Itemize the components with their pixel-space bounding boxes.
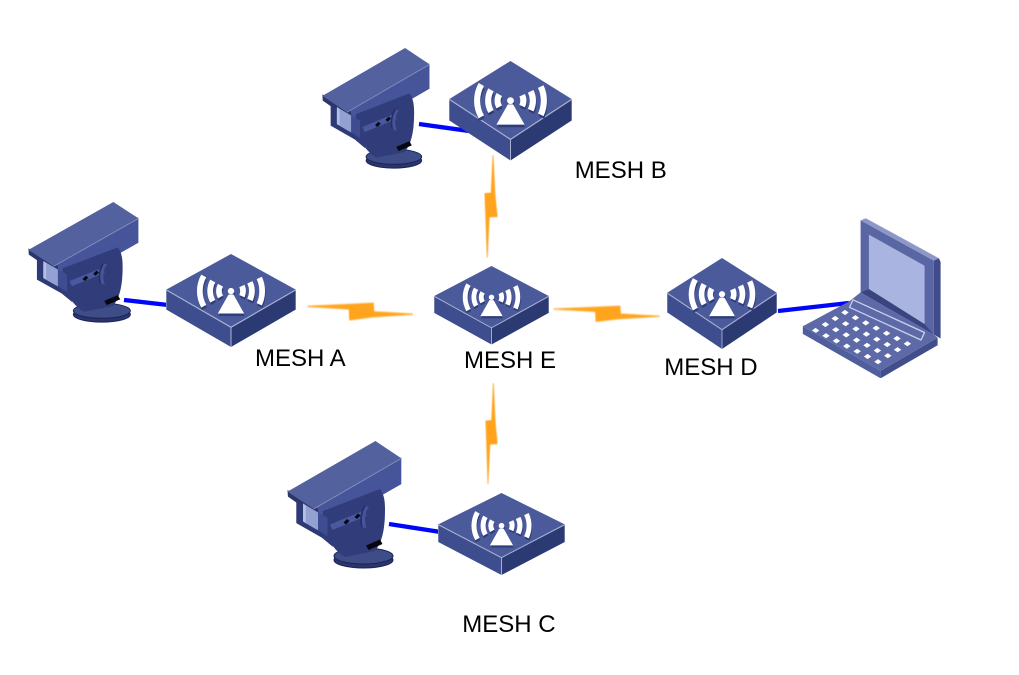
ethernet-cable-b — [418, 121, 470, 134]
ptz-camera-icon — [286, 441, 403, 569]
lightning-bolt-icon — [307, 302, 413, 321]
ptz-camera-icon — [321, 48, 431, 169]
mesh-ap-b-icon — [449, 61, 572, 161]
ethernet-cable-c — [388, 521, 448, 536]
ethernet-cable-a — [123, 297, 169, 308]
wireless-link-ae — [307, 302, 413, 321]
lightning-bolt-icon — [484, 155, 498, 258]
ethernet-cable-d — [777, 300, 850, 314]
mesh-ap-e-icon — [434, 266, 549, 345]
mesh-ap-c-icon — [438, 493, 565, 575]
laptop-icon — [802, 218, 941, 378]
wireless-link-be — [484, 155, 498, 258]
wireless-link-ec — [485, 383, 498, 485]
label-mesh-c: MESH C — [462, 610, 556, 638]
label-mesh-d: MESH D — [664, 354, 758, 382]
label-mesh-b: MESH B — [574, 157, 667, 185]
lightning-bolt-icon — [485, 383, 498, 485]
mesh-ap-d-icon — [667, 258, 777, 349]
label-mesh-e: MESH E — [464, 346, 557, 374]
mesh-ap-a-icon — [166, 254, 296, 347]
lightning-bolt-icon — [553, 305, 660, 323]
label-mesh-a: MESH A — [255, 344, 346, 372]
wireless-link-ed — [553, 305, 660, 323]
ptz-camera-icon — [27, 202, 140, 323]
